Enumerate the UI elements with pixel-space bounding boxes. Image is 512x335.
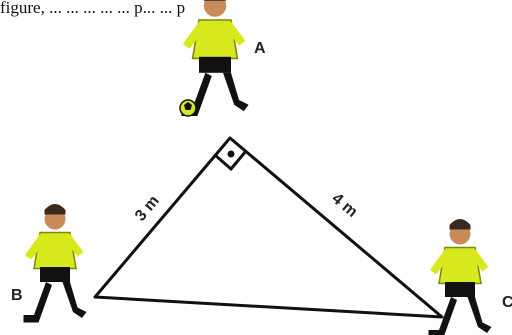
player-a-icon	[180, 0, 250, 117]
vertex-label-c: C	[502, 294, 512, 311]
triangle-outline	[93, 136, 444, 319]
side-label-ac: 4 m	[328, 190, 360, 221]
right-triangle	[93, 136, 444, 319]
caption-text: figure, ... ... ... ... ... p... ... p	[0, 0, 185, 17]
right-angle-marker	[214, 150, 248, 172]
side-label-ab: 3 m	[132, 193, 163, 225]
vertex-label-b: B	[11, 287, 23, 304]
soccer-ball-icon	[179, 99, 197, 117]
right-angle-dot	[227, 150, 235, 158]
player-b-icon	[22, 203, 88, 324]
vertex-label-a: A	[254, 40, 266, 57]
